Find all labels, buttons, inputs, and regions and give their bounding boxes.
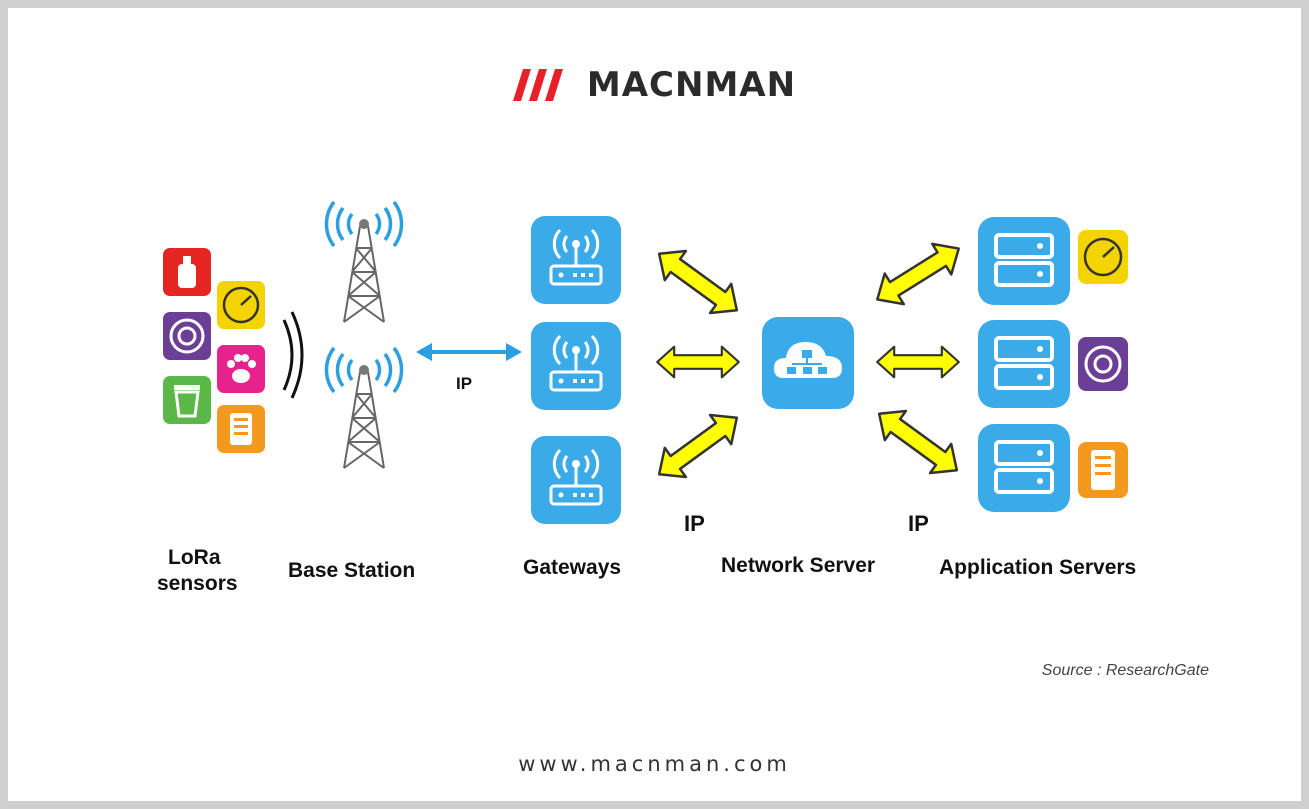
wifi-router-icon	[529, 214, 623, 306]
application-servers-label: Application Servers	[939, 556, 1137, 579]
source-caption: Source : ResearchGate	[1041, 662, 1209, 679]
sensors-label-line1: LoRa	[168, 546, 221, 569]
double-arrow-icon	[656, 345, 740, 379]
wifi-router-icon	[529, 434, 623, 526]
blue-double-arrow-icon	[416, 343, 522, 361]
gauge-icon	[1078, 230, 1128, 284]
base-station-label: Base Station	[288, 559, 416, 582]
double-arrow-icon	[876, 345, 960, 379]
website-url[interactable]: www.macnman.com	[518, 752, 791, 776]
brand-logo: MACNMAN	[0, 60, 1309, 110]
trash-bin-icon	[163, 376, 211, 424]
sensor-icons	[163, 248, 265, 453]
server-icon	[976, 318, 1072, 410]
gauge-icon	[217, 281, 265, 329]
slash-mark-icon	[512, 69, 563, 101]
brand-name: MACNMAN	[586, 65, 797, 105]
control-panel-icon	[217, 405, 265, 453]
server-icon	[976, 422, 1072, 514]
double-arrow-icon	[647, 237, 749, 327]
radio-tower-icon	[324, 346, 404, 470]
double-arrow-icon	[866, 232, 970, 316]
wifi-router-icon	[529, 320, 623, 412]
ip-label-servers: IP	[908, 511, 929, 536]
server-icon	[976, 215, 1072, 307]
radio-waves-icon	[282, 311, 304, 399]
ip-label-gateways: IP	[684, 511, 705, 536]
network-server-label: Network Server	[721, 554, 876, 577]
radio-tower-icon	[324, 200, 404, 324]
double-arrow-icon	[867, 397, 969, 487]
control-panel-icon	[1078, 442, 1128, 498]
cloud-network-icon	[762, 317, 854, 409]
gateways-label: Gateways	[523, 556, 622, 579]
fire-extinguisher-icon	[163, 248, 211, 296]
sensors-label-line2: sensors	[157, 572, 238, 595]
ip-label-base: IP	[456, 374, 473, 393]
double-arrow-icon	[647, 401, 749, 491]
smoke-detector-icon	[163, 312, 211, 360]
paw-icon	[217, 345, 265, 393]
smoke-detector-icon	[1078, 337, 1128, 391]
